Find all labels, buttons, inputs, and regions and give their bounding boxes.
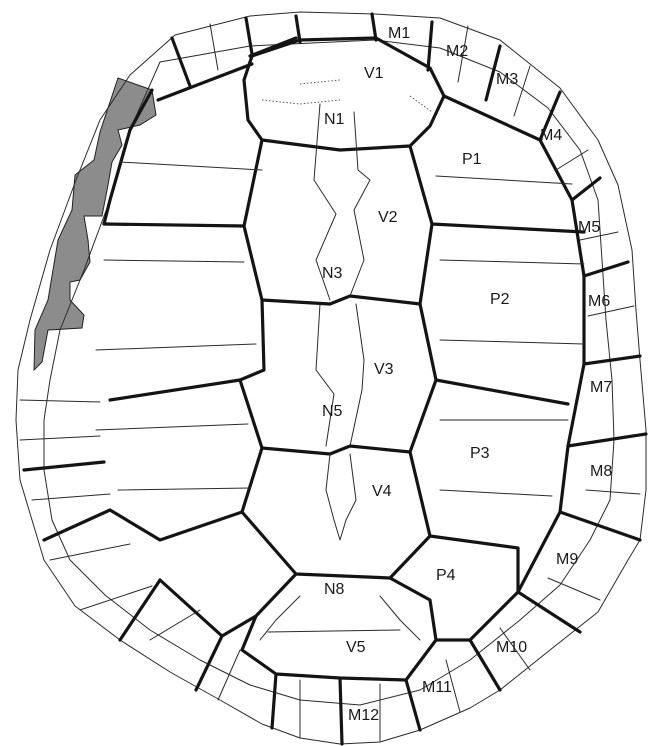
label-m10: M10: [496, 639, 527, 656]
label-p3: P3: [470, 445, 490, 462]
label-m9: M9: [556, 551, 578, 568]
label-n8: N8: [324, 581, 345, 598]
label-m1: M1: [388, 25, 410, 42]
shell-inner-rim: [44, 40, 614, 705]
label-m6: M6: [588, 293, 610, 310]
label-m11: M11: [422, 679, 452, 696]
label-m2: M2: [446, 43, 468, 60]
label-p2: P2: [490, 291, 510, 308]
label-p4: P4: [436, 567, 456, 584]
label-n1: N1: [324, 111, 345, 128]
label-v2: V2: [378, 209, 398, 226]
label-m8: M8: [590, 463, 612, 480]
label-v4: V4: [372, 483, 392, 500]
label-m12: M12: [348, 707, 379, 724]
label-n3: N3: [322, 265, 343, 282]
label-v1: V1: [364, 65, 384, 82]
label-p1: P1: [462, 151, 482, 168]
label-n5: N5: [322, 403, 343, 420]
label-m5: M5: [578, 219, 600, 236]
label-v5: V5: [346, 639, 366, 656]
label-m7: M7: [590, 379, 612, 396]
label-v3: V3: [374, 361, 394, 378]
label-m4: M4: [540, 127, 562, 144]
label-m3: M3: [496, 71, 518, 88]
scute-labels: M1 M2 M3 M4 M5 M6 M7 M8 M9 M10 M11 M12 V…: [322, 25, 612, 724]
